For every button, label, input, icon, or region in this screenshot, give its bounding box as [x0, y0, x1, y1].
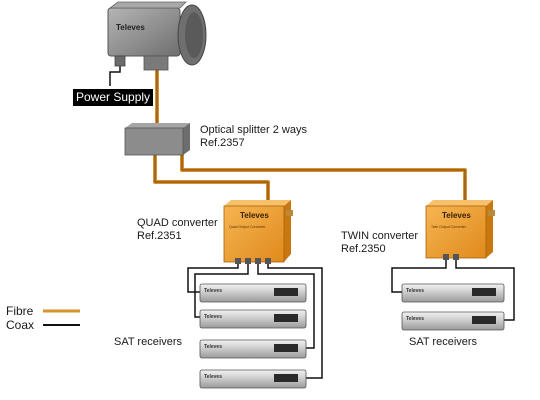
optical-lnb: Televes: [107, 1, 207, 71]
svg-text:Televes: Televes: [406, 316, 424, 322]
quad-converter-label: QUAD converter Ref.2351: [137, 217, 218, 243]
twin-converter: Televes Twin Output Converter: [425, 200, 495, 260]
fibre-splitter-to-twin: [180, 150, 467, 206]
svg-text:Televes: Televes: [204, 314, 222, 320]
twin-output-ports: [443, 254, 459, 260]
coax-cables-twin: [391, 258, 515, 321]
sat-receiver: Televes: [199, 309, 307, 329]
splitter-label-name: Optical splitter 2 ways: [200, 124, 307, 136]
power-supply-label: Power Supply: [73, 89, 154, 106]
twin-converter-label: TWIN converter Ref.2350: [341, 230, 418, 256]
lnb-brand: Televes: [116, 23, 145, 32]
quad-converter: Televes Quad Output Converter: [223, 200, 293, 264]
fibre-splitter-to-quad: [153, 155, 270, 205]
splitter-label: Optical splitter 2 ways Ref.2357: [200, 124, 307, 150]
sat-receivers-label-right: SAT receivers: [409, 336, 478, 348]
power-supply-cable: [109, 65, 121, 86]
quad-label-name: QUAD converter: [137, 217, 218, 229]
sat-receiver: Televes: [401, 311, 505, 331]
svg-text:Televes: Televes: [406, 288, 424, 294]
twin-label-ref: Ref.2350: [341, 243, 386, 255]
optical-splitter: [124, 123, 190, 156]
quad-label-ref: Ref.2351: [137, 230, 182, 242]
svg-text:Televes: Televes: [204, 344, 222, 350]
coax-cables-quad: [187, 262, 323, 379]
quad-brand: Televes: [240, 211, 269, 220]
twin-brand: Televes: [442, 211, 471, 220]
svg-text:Televes: Televes: [204, 288, 222, 294]
sat-receiver: Televes: [199, 339, 307, 359]
fibre-cable-cores: [154, 68, 466, 206]
twin-subtitle: Twin Output Converter: [431, 225, 467, 229]
splitter-label-ref: Ref.2357: [200, 137, 245, 149]
quad-subtitle: Quad Output Converter: [229, 225, 266, 229]
sat-receivers-label-left: SAT receivers: [114, 336, 183, 348]
legend-fibre-label: Fibre: [6, 304, 34, 318]
legend-coax-label: Coax: [6, 318, 35, 332]
twin-label-name: TWIN converter: [341, 230, 419, 242]
sat-receiver: Televes: [199, 369, 307, 389]
svg-text:Televes: Televes: [204, 374, 222, 380]
sat-receiver: Televes: [401, 283, 505, 303]
quad-output-ports: [235, 258, 271, 264]
sat-receiver: Televes: [199, 283, 307, 303]
